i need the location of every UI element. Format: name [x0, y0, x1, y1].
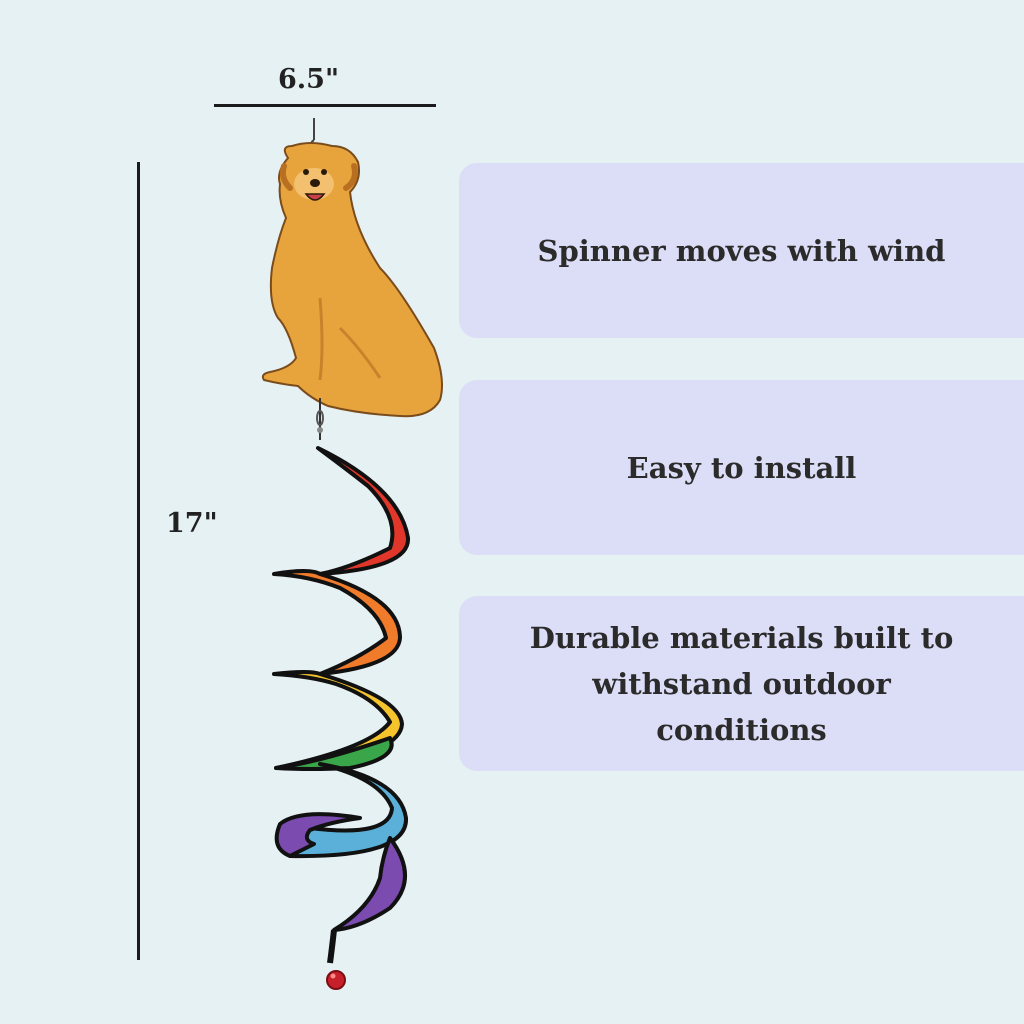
rainbow-spiral-tail — [272, 446, 410, 964]
feature-card-wind: Spinner moves with wind — [459, 163, 1024, 338]
red-bead — [326, 970, 346, 990]
golden-retriever-figure — [261, 142, 443, 418]
width-dimension-line — [214, 104, 436, 107]
width-dimension-label: 6.5" — [278, 64, 340, 95]
height-dimension-line — [137, 162, 140, 960]
feature-card-install: Easy to install — [459, 380, 1024, 555]
feature-card-durable: Durable materials built to withstand out… — [459, 596, 1024, 771]
feature-text: Easy to install — [626, 450, 857, 485]
dog-wind-spinner-image — [261, 118, 443, 990]
feature-text: Durable materials built to withstand out… — [529, 620, 954, 747]
swivel-connector — [316, 398, 324, 440]
feature-text: Spinner moves with wind — [537, 233, 946, 268]
height-dimension-label: 17" — [166, 508, 218, 539]
